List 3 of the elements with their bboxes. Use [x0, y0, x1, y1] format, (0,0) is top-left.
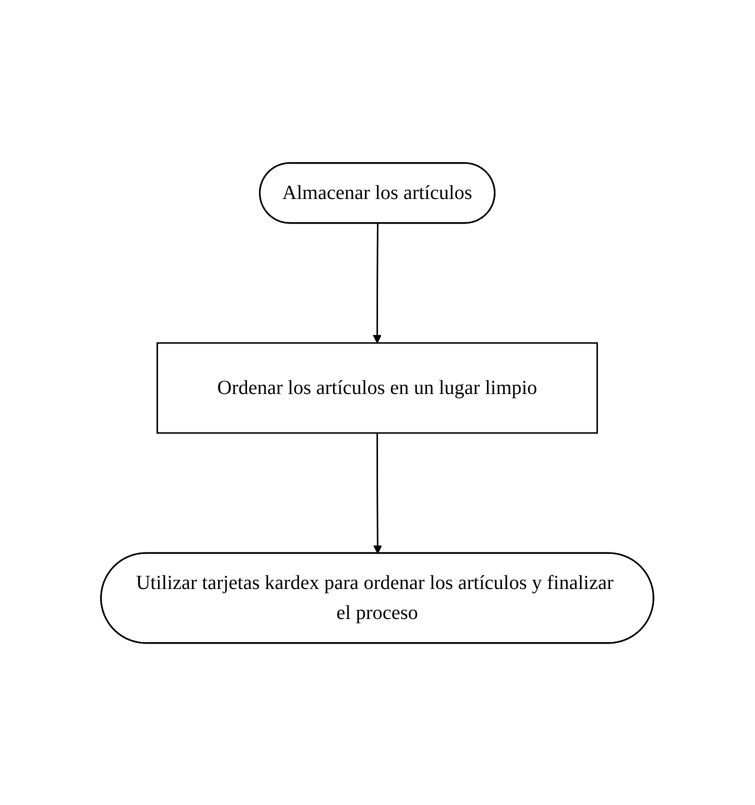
node-box: Ordenar los artículos en un lugar limpio — [156, 342, 598, 434]
arrow — [374, 432, 382, 554]
arrow — [373, 223, 382, 343]
